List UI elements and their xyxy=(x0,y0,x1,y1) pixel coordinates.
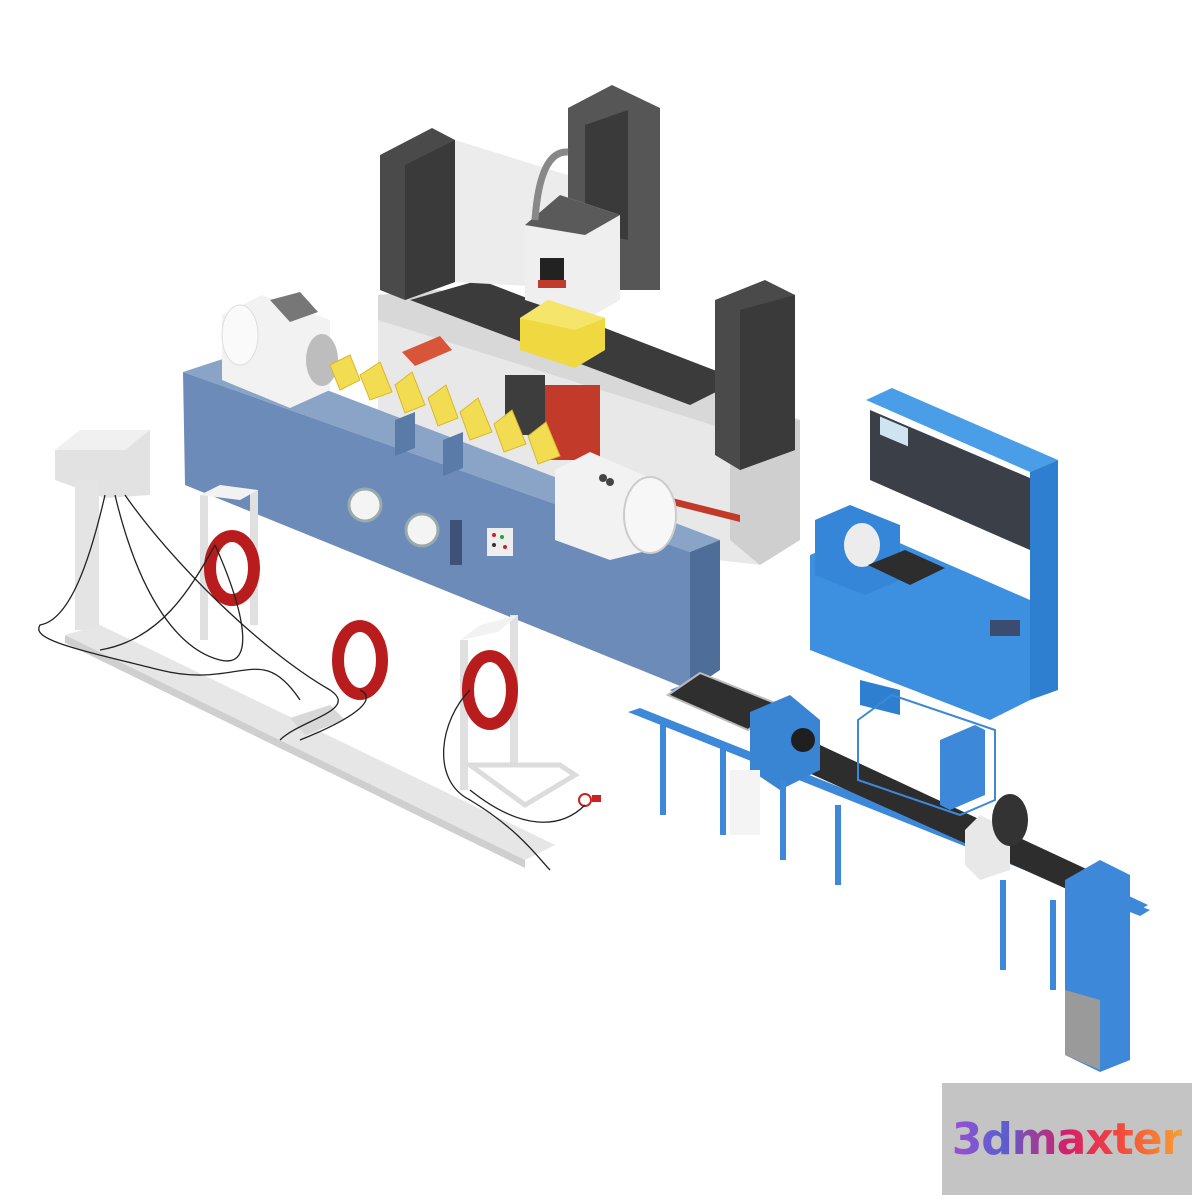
crankshaft-test-bench xyxy=(183,292,720,690)
cnc-control-cabinet xyxy=(810,388,1058,720)
grinding-machine xyxy=(378,85,800,565)
magnetizing-coil-rig xyxy=(38,430,601,871)
watermark-badge: 3dmaxter xyxy=(942,1083,1192,1195)
watermark-text: 3dmaxter xyxy=(951,1113,1184,1165)
conveyor-line xyxy=(628,671,1150,1072)
